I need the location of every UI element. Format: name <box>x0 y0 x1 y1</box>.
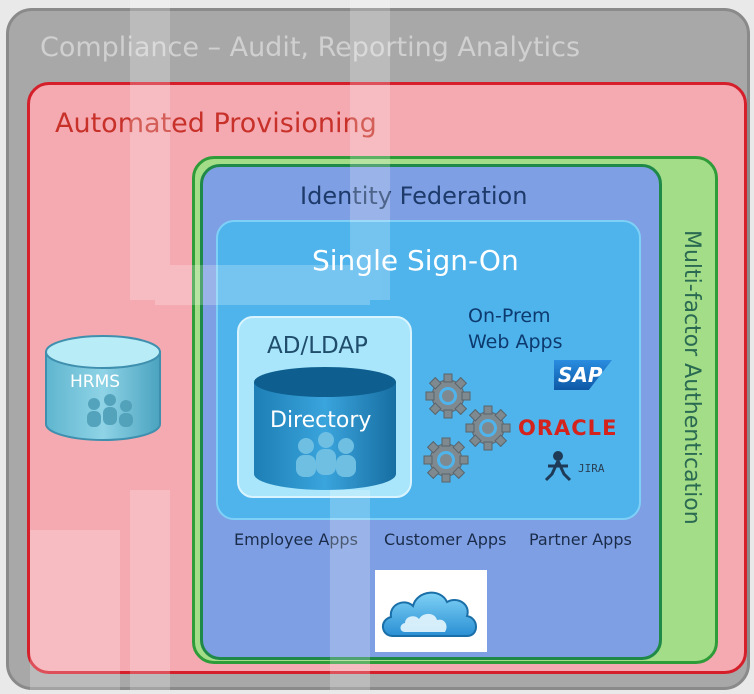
mfa-title: Multi-factor Authentication <box>679 230 704 525</box>
compliance-title: Compliance – Audit, Reporting Analytics <box>40 32 581 63</box>
oracle-logo: ORACLE <box>518 416 618 440</box>
cloud-icon <box>382 591 477 637</box>
people-icon <box>296 432 356 477</box>
customer-apps-label: Customer Apps <box>384 530 507 549</box>
employee-apps-label: Employee Apps <box>234 530 358 549</box>
directory-label: Directory <box>270 408 372 433</box>
jira-logo-icon <box>544 451 572 482</box>
sso-title: Single Sign-On <box>312 244 519 277</box>
cloud-tile <box>375 570 487 652</box>
onprem-line1: On-Prem <box>468 305 551 327</box>
hrms-database-icon <box>45 335 161 441</box>
provisioning-title: Automated Provisioning <box>55 108 377 139</box>
partner-apps-label: Partner Apps <box>529 530 632 549</box>
onprem-line2: Web Apps <box>468 331 563 353</box>
gear-icon <box>425 373 471 419</box>
directory-database-icon <box>254 367 396 490</box>
jira-label: JIRA <box>578 462 605 475</box>
hrms-label: HRMS <box>70 372 121 392</box>
federation-title: Identity Federation <box>300 182 528 210</box>
gear-icon <box>465 405 511 451</box>
gear-icon <box>423 437 469 483</box>
adldap-title: AD/LDAP <box>267 333 368 359</box>
onprem-web-apps-label: On-Prem Web Apps <box>468 303 562 355</box>
